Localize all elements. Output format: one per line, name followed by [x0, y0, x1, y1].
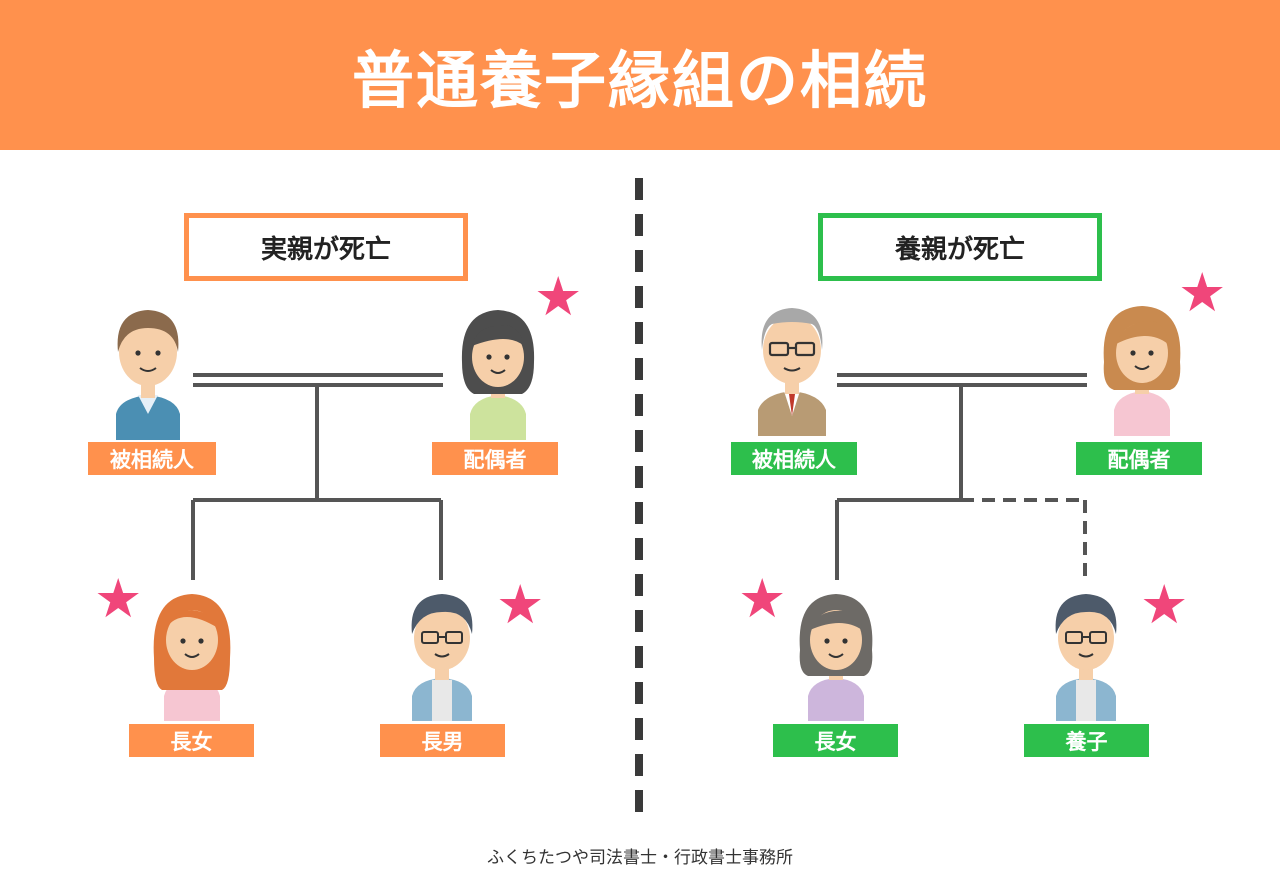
- left-son-label: 長男: [380, 724, 505, 757]
- star-icon: ★: [1140, 573, 1189, 636]
- star-icon: ★: [496, 573, 545, 636]
- left-decedent-label: 被相続人: [88, 442, 216, 475]
- decedent-man-avatar: [116, 310, 180, 440]
- star-icon: ★: [534, 265, 583, 328]
- daughter-avatar: [153, 594, 231, 721]
- right-daughter-avatar: [799, 594, 873, 721]
- adoptive-mother-avatar: [1103, 306, 1181, 436]
- right-case-box: 養親が死亡: [818, 213, 1102, 281]
- left-spouse-label: 配偶者: [432, 442, 558, 475]
- right-adopted-label: 養子: [1024, 724, 1149, 757]
- son-avatar: [411, 594, 473, 721]
- star-icon: ★: [1178, 261, 1227, 324]
- star-icon: ★: [738, 567, 787, 630]
- adopted-child-avatar: [1055, 594, 1117, 721]
- right-spouse-label: 配偶者: [1076, 442, 1202, 475]
- footer-credit: ふくちたつや司法書士・行政書士事務所: [487, 848, 793, 868]
- spouse-woman-avatar: [461, 310, 535, 440]
- right-daughter-label: 長女: [773, 724, 898, 757]
- left-daughter-label: 長女: [129, 724, 254, 757]
- right-decedent-label: 被相続人: [731, 442, 857, 475]
- left-case-box: 実親が死亡: [184, 213, 468, 281]
- star-icon: ★: [94, 567, 143, 630]
- adoptive-father-avatar: [758, 308, 826, 436]
- page-title: 普通養子縁組の相続: [351, 44, 928, 117]
- center-divider: [635, 178, 643, 814]
- header-banner: 普通養子縁組の相続: [0, 0, 1280, 150]
